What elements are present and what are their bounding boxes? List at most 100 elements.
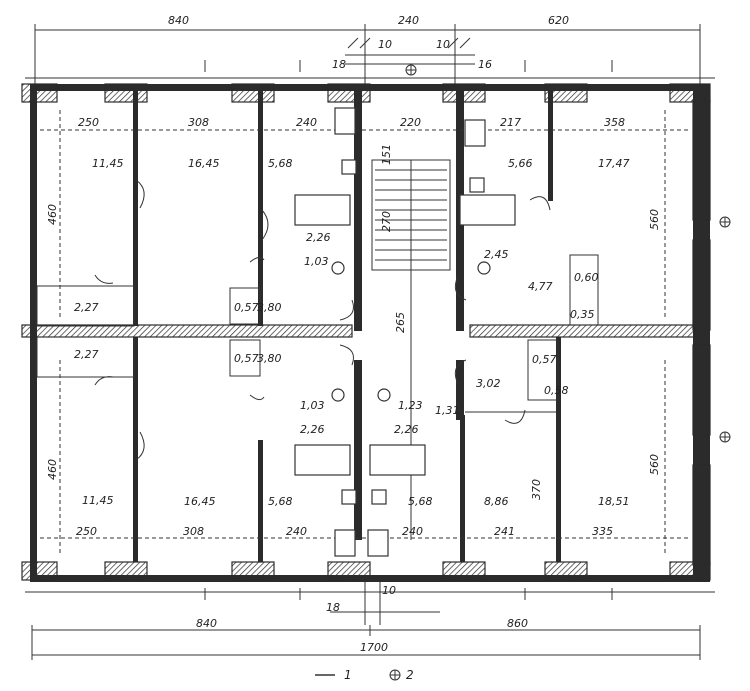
room-area: 8,86 bbox=[484, 495, 509, 508]
axis-marker-icon bbox=[405, 64, 417, 76]
axis-marker-icon bbox=[719, 216, 731, 228]
sink-icon bbox=[469, 177, 485, 193]
bottom-room-width: 308 bbox=[183, 525, 204, 538]
bottom-room-width: 240 bbox=[402, 525, 423, 538]
room-area: 1,31 bbox=[435, 404, 460, 417]
bottom-room-widths: 250 308 240 240 241 335 bbox=[76, 525, 613, 538]
room-area: 5,66 bbox=[508, 157, 533, 170]
door-swings bbox=[94, 179, 551, 461]
room-area: 3,80 bbox=[257, 352, 282, 365]
legend: 1 2 bbox=[315, 668, 414, 682]
room-area: 1,03 bbox=[304, 255, 329, 268]
legend-axis-icon bbox=[389, 669, 401, 681]
stair-treads bbox=[375, 160, 447, 270]
top-room-width: 220 bbox=[400, 116, 421, 129]
bottom-room-width: 250 bbox=[76, 525, 97, 538]
stove-icon bbox=[464, 119, 486, 147]
bottom-dim-840: 840 bbox=[196, 617, 217, 630]
room-area: 17,47 bbox=[598, 157, 630, 170]
room-area: 11,45 bbox=[92, 157, 124, 170]
room-area: 2,26 bbox=[394, 423, 419, 436]
room-area: 5,68 bbox=[268, 495, 293, 508]
room-area: 2,26 bbox=[300, 423, 325, 436]
central-wall bbox=[21, 324, 696, 338]
stove-icon bbox=[334, 107, 356, 135]
bottom-room-width: 240 bbox=[286, 525, 307, 538]
bottom-dim-1700: 1700 bbox=[360, 641, 388, 654]
room-area: 1,23 bbox=[398, 399, 423, 412]
sink-icon bbox=[341, 159, 357, 175]
top-room-width: 308 bbox=[188, 116, 209, 129]
room-area: 5,68 bbox=[268, 157, 293, 170]
stove-icon bbox=[334, 529, 356, 557]
inner-height-370: 370 bbox=[530, 479, 543, 500]
legend-item-1-number: 1 bbox=[344, 668, 352, 682]
axis-marker-icon bbox=[719, 431, 731, 443]
room-area: 3,80 bbox=[257, 301, 282, 314]
top-room-width: 217 bbox=[500, 116, 521, 129]
top-dim-840: 840 bbox=[168, 14, 189, 27]
right-height-bottom: 560 bbox=[648, 454, 661, 475]
room-area: 16,45 bbox=[188, 157, 220, 170]
toilet-icon bbox=[331, 261, 345, 275]
top-room-widths: 250 308 240 220 217 358 bbox=[78, 116, 625, 129]
axis-markers bbox=[204, 60, 731, 600]
top-room-width: 358 bbox=[604, 116, 625, 129]
bathtub-icon bbox=[369, 444, 426, 476]
room-area: 0,57 bbox=[532, 353, 557, 366]
top-partitions bbox=[36, 91, 690, 327]
top-room-areas: 11,45 16,45 5,68 2,26 1,03 3,80 0,57 2,2… bbox=[74, 157, 630, 321]
bottom-room-width: 241 bbox=[494, 525, 515, 538]
bathtub-icon bbox=[294, 194, 351, 226]
bathroom-fixtures bbox=[294, 107, 516, 557]
room-area: 5,68 bbox=[408, 495, 433, 508]
room-area: 2,27 bbox=[74, 348, 99, 361]
stove-icon bbox=[367, 529, 389, 557]
room-area: 0,35 bbox=[570, 308, 595, 321]
toilet-icon bbox=[331, 388, 345, 402]
room-area: 18,51 bbox=[598, 495, 630, 508]
room-area: 3,02 bbox=[476, 377, 501, 390]
stair-height-151: 151 bbox=[380, 144, 393, 165]
room-area: 16,45 bbox=[184, 495, 216, 508]
right-height-top: 560 bbox=[648, 209, 661, 230]
stair-height-270: 270 bbox=[380, 211, 393, 232]
room-area: 0,57 bbox=[234, 301, 259, 314]
bottom-room-width: 335 bbox=[592, 525, 613, 538]
room-area: 2,26 bbox=[306, 231, 331, 244]
room-area: 1,03 bbox=[300, 399, 325, 412]
room-area: 11,45 bbox=[82, 494, 114, 507]
top-dim-10-right: 10 bbox=[436, 38, 450, 51]
room-area: 2,27 bbox=[74, 301, 99, 314]
top-dim-620: 620 bbox=[548, 14, 569, 27]
stair-height-265: 265 bbox=[394, 312, 407, 333]
top-room-width: 250 bbox=[78, 116, 99, 129]
bottom-dim-10: 10 bbox=[382, 584, 396, 597]
bottom-partitions bbox=[36, 336, 690, 562]
room-area: 4,77 bbox=[528, 280, 553, 293]
top-dim-16: 16 bbox=[478, 58, 492, 71]
bottom-dim-860: 860 bbox=[507, 617, 528, 630]
room-area: 0,57 bbox=[234, 352, 259, 365]
height-dimensions: 460 460 560 560 151 270 265 370 bbox=[46, 144, 661, 500]
bottom-dim-18: 18 bbox=[326, 601, 340, 614]
bottom-room-areas: 2,27 0,57 3,80 1,03 2,26 1,23 1,31 2,26 … bbox=[74, 348, 630, 508]
bathtub-icon bbox=[294, 444, 351, 476]
sink-icon bbox=[341, 489, 357, 505]
sink-icon bbox=[371, 489, 387, 505]
legend-item-2-number: 2 bbox=[406, 668, 414, 682]
room-area: 0,58 bbox=[544, 384, 569, 397]
top-room-width: 240 bbox=[296, 116, 317, 129]
left-height-bottom: 460 bbox=[46, 459, 59, 480]
room-area: 0,60 bbox=[574, 271, 599, 284]
top-dim-240: 240 bbox=[398, 14, 419, 27]
top-dim-10-left: 10 bbox=[378, 38, 392, 51]
bathtub-icon bbox=[459, 194, 516, 226]
left-height-top: 460 bbox=[46, 204, 59, 225]
top-dim-18: 18 bbox=[332, 58, 346, 71]
toilet-icon bbox=[477, 261, 491, 275]
room-area: 2,45 bbox=[484, 248, 509, 261]
bottom-dimension-chain: 18 10 840 860 1700 bbox=[25, 582, 715, 660]
toilet-icon bbox=[377, 388, 391, 402]
